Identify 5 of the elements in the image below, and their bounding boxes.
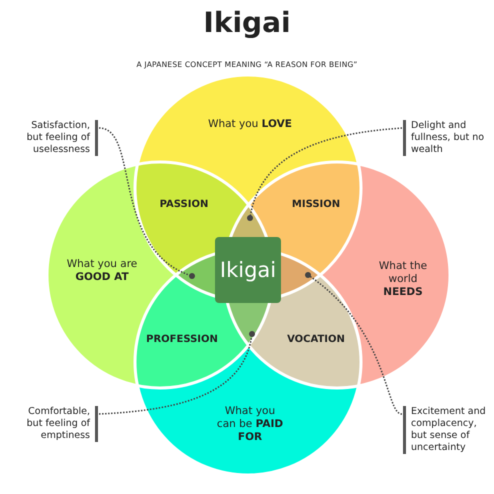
circle-label: What the world NEEDS [378,260,428,299]
circle-label: What you LOVE [207,118,293,131]
circle-label: What you can be PAID FOR [216,405,284,444]
circle-label: What you are GOOD AT [66,258,138,284]
title: Ikigai [203,6,291,39]
